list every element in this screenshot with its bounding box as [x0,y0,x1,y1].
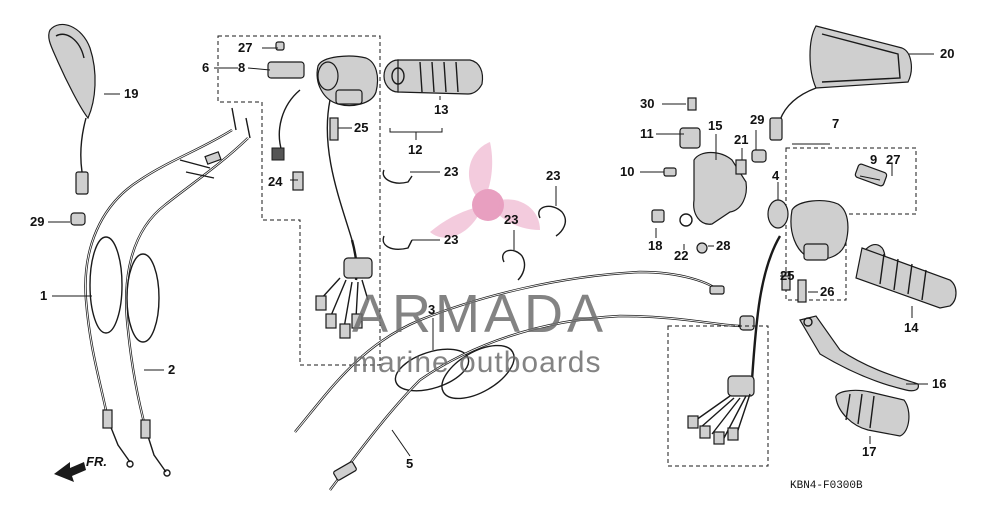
callout-24: 24 [268,174,283,189]
watermark-logo-icon [430,142,540,238]
leader-lines [48,47,934,457]
lever-boot [835,389,910,437]
left-handlebar-grip [383,59,484,95]
callout-6: 6 [202,60,209,75]
front-brake-lever [799,315,919,392]
callout-13: 13 [434,102,448,117]
callout-23a: 23 [444,164,458,179]
clutch-cable-3 [294,270,725,433]
callout-7: 7 [832,116,839,131]
callout-29a: 29 [30,214,44,229]
callout-10: 10 [620,164,634,179]
front-arrow-icon [54,462,86,482]
callout-9: 9 [870,152,877,167]
right-switch-wiring-harness [667,235,782,467]
right-throttle-grip [855,243,957,309]
left-switch-wiring-harness [315,239,373,339]
left-switch-group-box [217,35,381,366]
callout-23b: 23 [444,232,458,247]
callout-25a: 25 [354,120,368,135]
watermark-tagline: marine outboards [352,346,601,379]
callout-30: 30 [640,96,654,111]
callout-17: 17 [862,444,876,459]
callout-16: 16 [932,376,946,391]
throttle-cable-1 [84,128,233,468]
callout-23d: 23 [504,212,518,227]
callout-4: 4 [772,168,780,183]
right-mirror [751,25,912,163]
callout-26: 26 [820,284,834,299]
throttle-cable-2 [125,107,251,477]
callout-8: 8 [238,60,245,75]
callout-14: 14 [904,320,919,335]
callout-3: 3 [428,302,435,317]
callout-11: 11 [640,126,654,141]
callout-20: 20 [940,46,954,61]
callout-29b: 29 [750,112,764,127]
callout-12: 12 [408,142,422,157]
callout-23c: 23 [546,168,560,183]
callout-1: 1 [40,288,47,303]
wire-clamp [382,169,566,281]
front-label: FR. [86,454,107,469]
watermark-brand: ARMADA [352,284,607,344]
callout-22: 22 [674,248,688,263]
callout-27b: 27 [886,152,900,167]
callout-25b: 25 [780,268,794,283]
callout-18: 18 [648,238,662,253]
diagram-code: KBN4-F0300B [790,480,863,492]
callout-21: 21 [734,132,748,147]
callout-28: 28 [716,238,730,253]
callout-2: 2 [168,362,175,377]
front-direction-indicator: FR. [54,454,107,482]
callout-27a: 27 [238,40,252,55]
left-mirror [48,24,96,226]
left-handlebar-switch [267,41,379,241]
callout-labels: 1 2 3 4 5 6 7 8 9 10 11 12 13 14 15 16 1… [30,40,954,471]
choke-cable-5 [329,314,755,491]
right-handlebar-switch [767,163,888,303]
callout-19: 19 [124,86,138,101]
front-brake-master-cylinder [651,97,747,254]
callout-15: 15 [708,118,722,133]
callout-5: 5 [406,456,413,471]
